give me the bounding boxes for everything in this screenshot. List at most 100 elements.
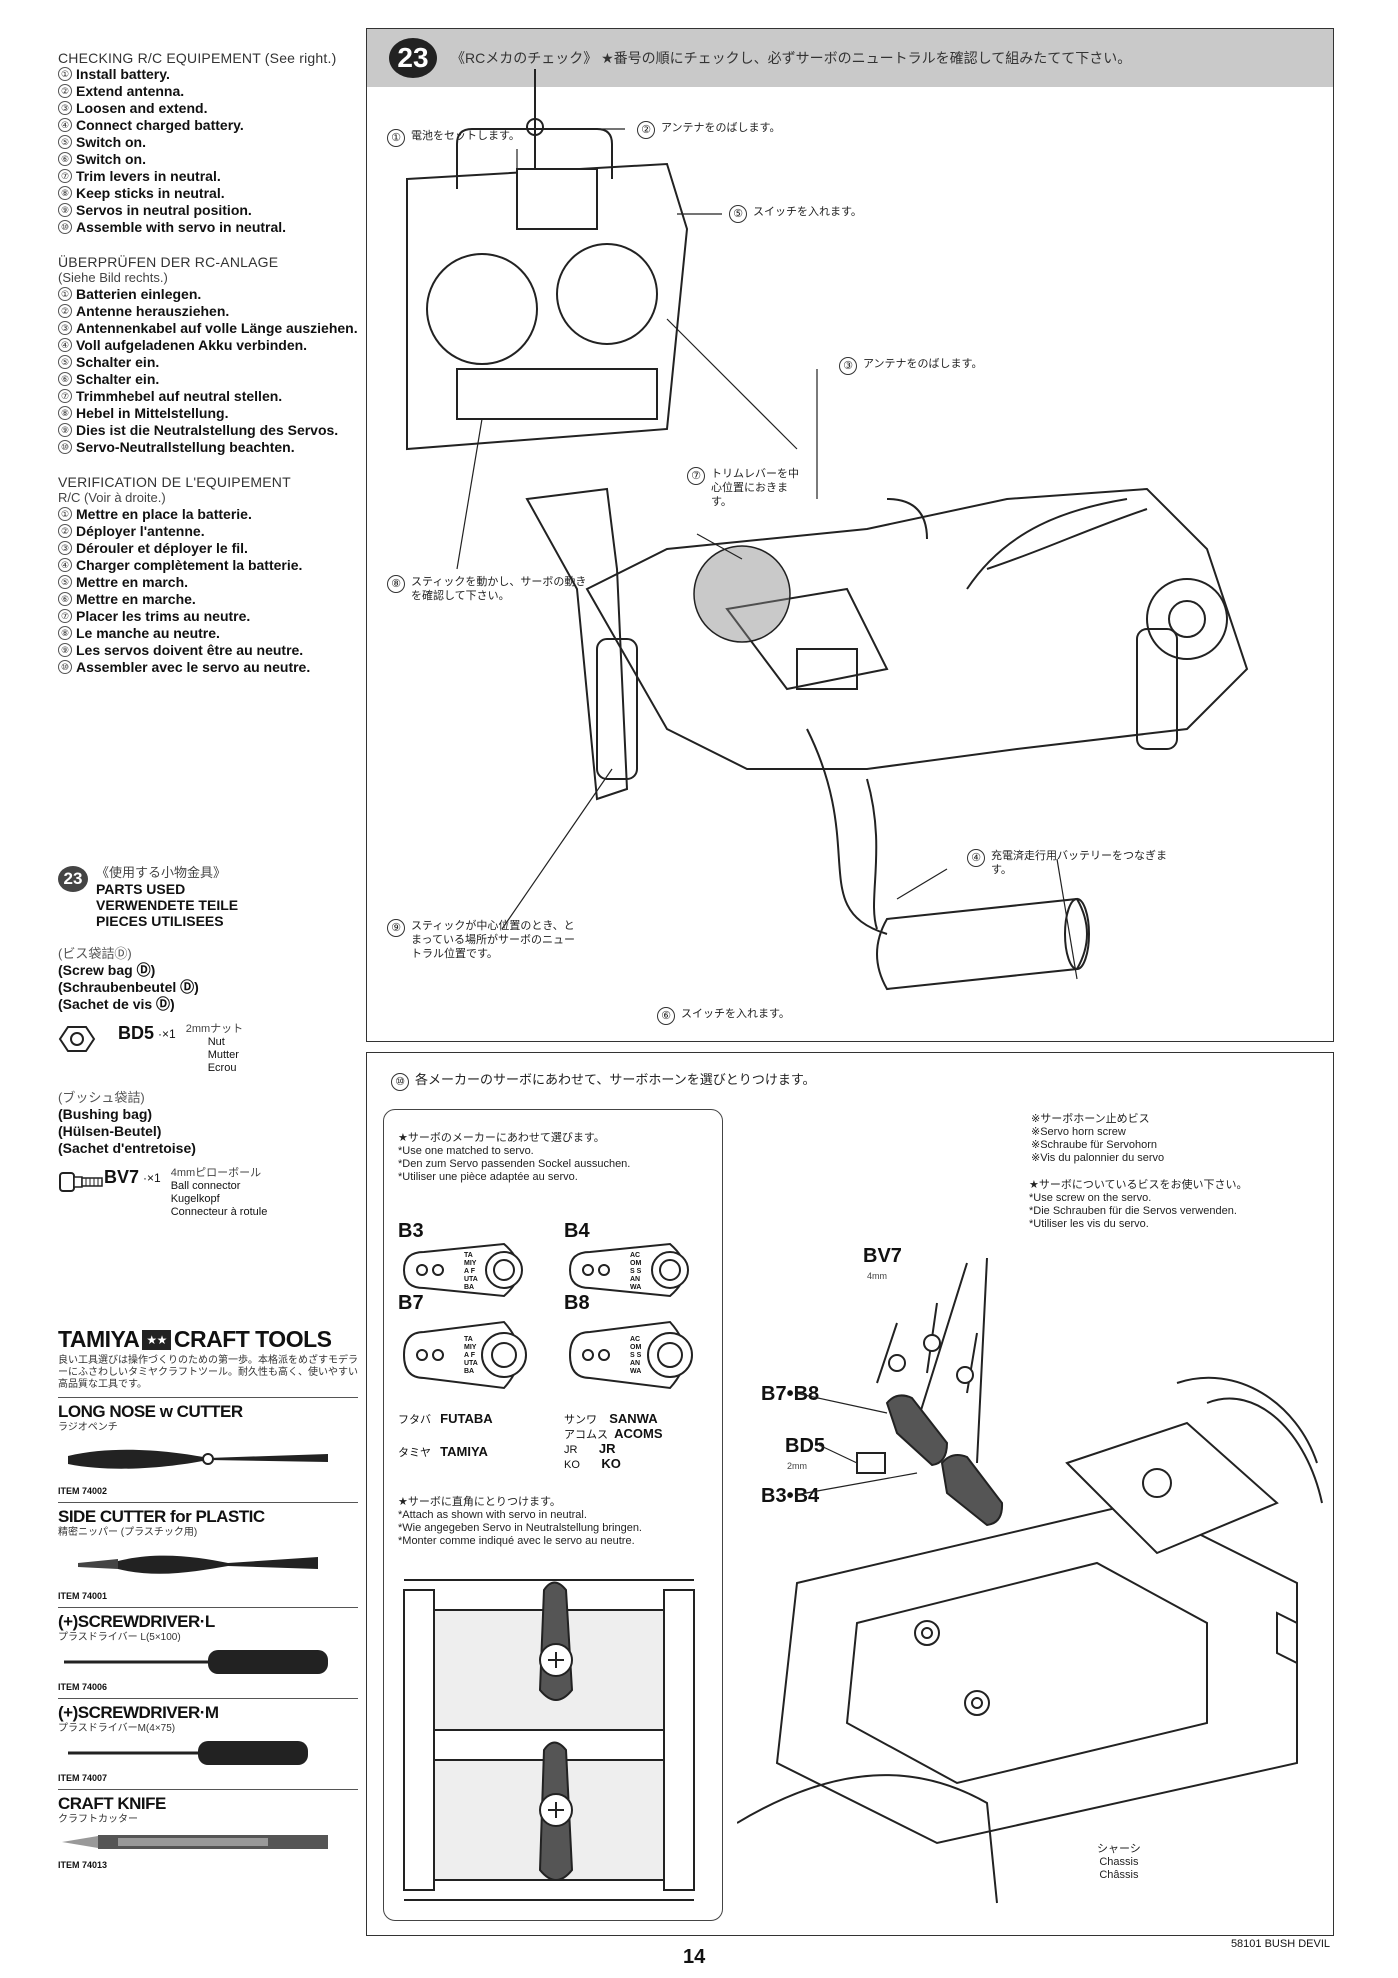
tool-jp: プラスドライバー L(5×100) bbox=[58, 1632, 181, 1643]
step-text: Dérouler et déployer le fil. bbox=[76, 540, 248, 556]
step-text: Install battery. bbox=[76, 66, 170, 82]
bv7-desc-fr: Connecteur à rotule bbox=[170, 1206, 268, 1218]
brand-en: FUTABA bbox=[440, 1411, 493, 1426]
bd5-qty: ·×1 bbox=[158, 1027, 176, 1041]
label-b7-b8: B7•B8 bbox=[761, 1383, 820, 1405]
callout-text: スイッチを入れます。 bbox=[681, 1008, 790, 1020]
bd5-desc-de: Mutter bbox=[207, 1049, 239, 1061]
step-number: ⑨ bbox=[58, 203, 72, 217]
screwdriver-icon bbox=[68, 1741, 308, 1765]
bd5-desc: 2mmナット Nut Mutter Ecrou bbox=[186, 1023, 243, 1075]
callout-4: ④ 充電済走行用バッテリーをつなぎます。 bbox=[967, 849, 1167, 877]
horn-screw-en: ※Servo horn screw bbox=[1031, 1126, 1126, 1138]
step-text: Mettre en marche. bbox=[76, 591, 196, 607]
tool-jp: 精密ニッパー (プラスチック用) bbox=[58, 1527, 198, 1538]
chassis-jp: シャーシ bbox=[1097, 1843, 1141, 1855]
brand-jp: タミヤ bbox=[398, 1447, 431, 1459]
callout-number: ② bbox=[637, 121, 655, 139]
bv7-desc-de: Kugelkopf bbox=[170, 1193, 220, 1205]
step-item: ⑤ Switch on. bbox=[58, 134, 358, 151]
horn-label-b7: TAMIYA FUTABA bbox=[464, 1336, 478, 1375]
tool-craft-knife: CRAFT KNIFE クラフトカッター ITEM 74013 bbox=[58, 1789, 358, 1870]
attach-fr: *Monter comme indiqué avec le servo au n… bbox=[398, 1535, 635, 1547]
label-bv7: BV7 bbox=[863, 1245, 902, 1267]
craft-tools: TAMIYA ★★ CRAFT TOOLS 良い工具選びは操作づくりのための第一… bbox=[58, 1326, 358, 1870]
checking-de: ÜBERPRÜFEN DER RC-ANLAGE (Siehe Bild rec… bbox=[58, 254, 358, 456]
step-number: ⑦ bbox=[58, 169, 72, 183]
step-number: ② bbox=[58, 524, 72, 538]
select-jp: ★サーボのメーカーにあわせて選びます。 bbox=[398, 1132, 605, 1144]
nut-icon bbox=[58, 1026, 96, 1052]
tools-blurb: 良い工具選びは操作づくりのための第一歩。本格派をめざすモデラーにふさわしいタミヤ… bbox=[58, 1355, 358, 1390]
bv7-name: BV7 bbox=[104, 1167, 140, 1187]
attach-jp: ★サーボに直角にとりつけます。 bbox=[398, 1496, 561, 1508]
callout-text: スティックを動かし、サーボの動きを確認して下さい。 bbox=[411, 576, 587, 602]
attach-text: ★サーボに直角にとりつけます。 *Attach as shown with se… bbox=[398, 1496, 642, 1548]
callout-number: ⑦ bbox=[687, 467, 705, 485]
step-text: Trimmhebel auf neutral stellen. bbox=[76, 388, 283, 404]
step-text: Keep sticks in neutral. bbox=[76, 185, 225, 201]
step-text: Antennenkabel auf volle Länge ausziehen. bbox=[76, 320, 358, 336]
label-b4: B4 bbox=[564, 1220, 590, 1242]
label-b8: B8 bbox=[564, 1292, 590, 1314]
callout-1: ① 電池をセットします。 bbox=[387, 129, 520, 147]
callout-text: トリムレバーを中心位置におきます。 bbox=[711, 468, 799, 508]
chassis-fr: Châssis bbox=[1099, 1869, 1139, 1881]
tool-screwdriver-l: (+)SCREWDRIVER·L プラスドライバー L(5×100) ITEM … bbox=[58, 1607, 358, 1692]
brand-en: KO bbox=[601, 1456, 621, 1471]
brand-list-left: フタバ FUTABA タミヤ TAMIYA bbox=[398, 1412, 493, 1460]
tool-name: SIDE CUTTER for PLASTIC bbox=[58, 1507, 265, 1526]
servo-neutral-drawing bbox=[403, 1579, 695, 1901]
bd5-size: 2mmナット bbox=[185, 1023, 244, 1035]
tool-name: (+)SCREWDRIVER·L bbox=[58, 1612, 215, 1631]
bd5-desc-en: Nut bbox=[207, 1036, 225, 1048]
tool-name: LONG NOSE w CUTTER bbox=[58, 1402, 243, 1421]
use-screw-de: *Die Schrauben für die Servos verwenden. bbox=[1029, 1205, 1237, 1217]
checking-fr-sub: R/C (Voir à droite.) bbox=[58, 490, 166, 505]
pliers-icon bbox=[68, 1449, 328, 1469]
callout-number: ⑧ bbox=[387, 575, 405, 593]
step-number: ⑩ bbox=[58, 440, 72, 454]
step-text: Assembler avec le servo au neutre. bbox=[76, 659, 311, 675]
bag1-en: (Screw bag Ⓓ) bbox=[58, 962, 156, 978]
step-number: ② bbox=[58, 84, 72, 98]
horn-screw-note: ※サーボホーン止めビス ※Servo horn screw ※Schraube … bbox=[1031, 1113, 1164, 1165]
tool-item: ITEM 74001 bbox=[58, 1591, 108, 1601]
step-number: ④ bbox=[58, 558, 72, 572]
tool-name: (+)SCREWDRIVER·M bbox=[58, 1703, 219, 1722]
bv7-desc-en: Ball connector bbox=[170, 1180, 241, 1192]
step-number: ① bbox=[58, 287, 72, 301]
select-fr: *Utiliser une pièce adaptée au servo. bbox=[398, 1171, 578, 1183]
bag2-jp: (ブッシュ袋詰) bbox=[58, 1090, 145, 1105]
callout-text: アンテナをのばします。 bbox=[863, 358, 983, 370]
step-number: ⑨ bbox=[58, 423, 72, 437]
step-number: ⑦ bbox=[58, 609, 72, 623]
servo-horn-drawings bbox=[402, 1242, 693, 1390]
callout-number: ⑨ bbox=[387, 919, 405, 937]
step-text: Switch on. bbox=[76, 134, 146, 150]
step-number: ⑤ bbox=[58, 135, 72, 149]
horn-screw-de: ※Schraube für Servohorn bbox=[1031, 1139, 1158, 1151]
craft-tools-brand: TAMIYA ★★ CRAFT TOOLS bbox=[58, 1326, 358, 1353]
tool-jp: ラジオペンチ bbox=[58, 1422, 118, 1433]
use-screw-note: ★サーボについているビスをお使い下さい。 *Use screw on the s… bbox=[1029, 1179, 1309, 1231]
step-number: ⑧ bbox=[58, 406, 72, 420]
servo-select-text: ★サーボのメーカーにあわせて選びます。 *Use one matched to … bbox=[398, 1132, 630, 1184]
step-number: ⑥ bbox=[58, 592, 72, 606]
step-text: Connect charged battery. bbox=[76, 117, 244, 133]
